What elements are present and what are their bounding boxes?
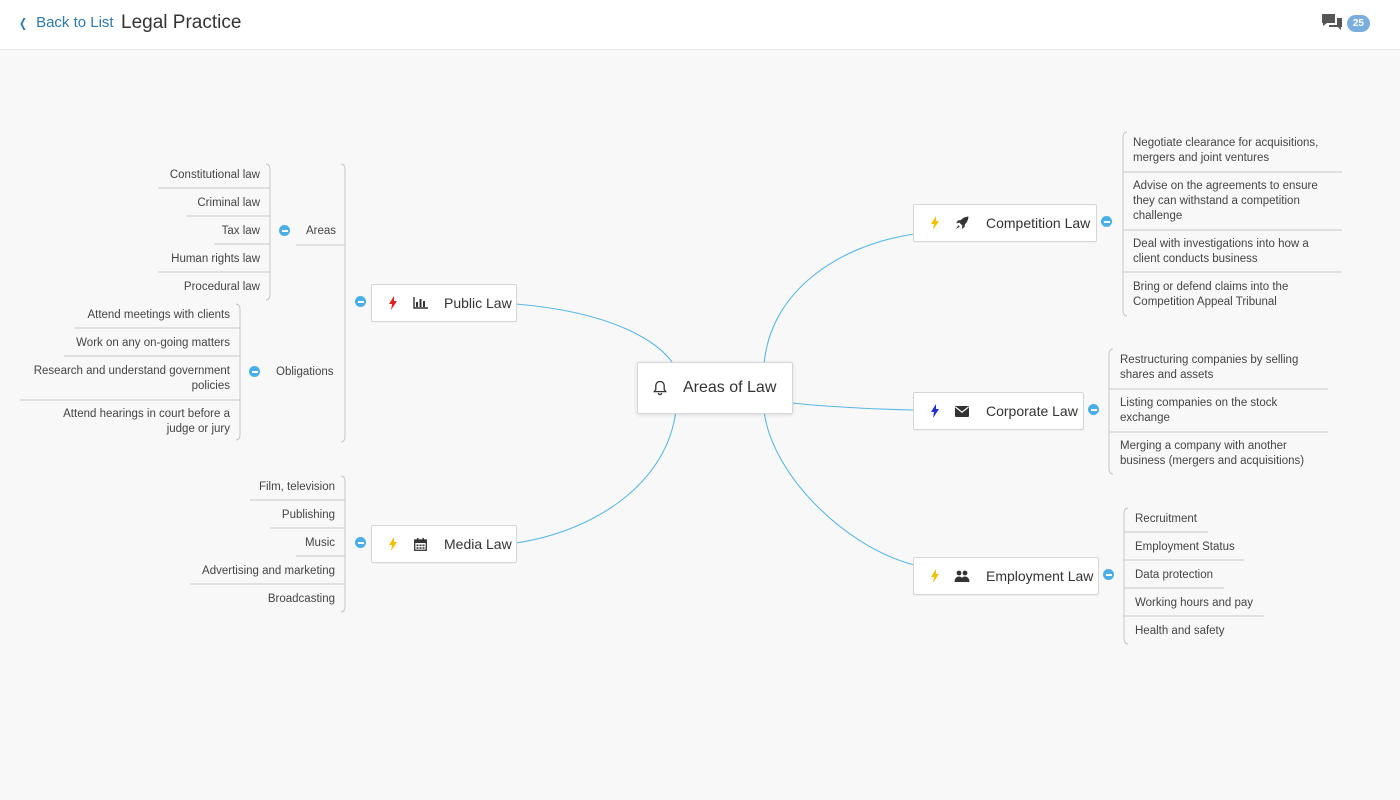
page-title: Legal Practice — [121, 12, 242, 33]
list-item[interactable]: Film, television — [258, 481, 335, 493]
comments-button[interactable]: 25 — [1321, 13, 1370, 33]
rocket-icon — [954, 216, 970, 230]
root-node-areas-of-law[interactable]: Areas of Law — [637, 362, 793, 414]
list-item[interactable]: Attend meetings with clients — [87, 309, 230, 321]
lightning-bolt-icon — [928, 404, 942, 418]
list-item[interactable]: Attend hearings in court before a judge … — [63, 408, 230, 435]
corporate-law-node[interactable]: Corporate Law — [913, 392, 1084, 430]
employment-law-collapse-toggle[interactable] — [1103, 569, 1114, 580]
public-law-node[interactable]: Public Law — [371, 284, 517, 322]
lightning-bolt-icon — [928, 569, 942, 583]
list-item[interactable]: Procedural law — [183, 281, 260, 293]
list-item[interactable]: Working hours and pay — [1135, 597, 1254, 609]
competition-law-label: Competition Law — [986, 215, 1091, 231]
chat-bubbles-icon — [1321, 14, 1342, 30]
list-item[interactable]: Deal with investigations into how a clie… — [1133, 238, 1309, 265]
list-item[interactable]: Negotiate clearance for acquisitions, me… — [1133, 137, 1319, 164]
media-law-label: Media Law — [444, 536, 512, 552]
media-law-node[interactable]: Media Law — [371, 525, 517, 563]
list-item[interactable]: Research and understand government polic… — [33, 365, 230, 392]
list-item[interactable]: Data protection — [1135, 569, 1213, 581]
corporate-law-collapse-toggle[interactable] — [1088, 404, 1099, 415]
list-item[interactable]: Bring or defend claims into the Competit… — [1133, 281, 1289, 308]
top-bar: ❮ Back to List Legal Practice 25 — [0, 0, 1400, 50]
chevron-left-icon: ❮ — [19, 15, 28, 30]
list-item[interactable]: Music — [304, 537, 335, 549]
competition-law-node[interactable]: Competition Law — [913, 204, 1097, 242]
envelope-icon — [954, 405, 970, 417]
comment-count-badge: 25 — [1346, 14, 1370, 32]
competition-law-collapse-toggle[interactable] — [1101, 216, 1112, 227]
list-item[interactable]: Publishing — [281, 509, 335, 521]
list-item[interactable]: Advertising and marketing — [202, 565, 335, 577]
areas-label[interactable]: Areas — [306, 225, 337, 237]
list-item[interactable]: Broadcasting — [267, 593, 335, 605]
root-node-label: Areas of Law — [683, 379, 777, 396]
corporate-law-label: Corporate Law — [986, 403, 1078, 419]
employment-law-label: Employment Law — [986, 568, 1094, 584]
lightning-bolt-icon — [386, 296, 400, 310]
public-law-label: Public Law — [444, 295, 512, 311]
list-item[interactable]: Listing companies on the stock exchange — [1120, 397, 1278, 424]
areas-collapse-toggle[interactable] — [279, 225, 290, 236]
lightning-bolt-icon — [928, 216, 942, 230]
users-icon — [954, 570, 970, 583]
public-law-collapse-toggle[interactable] — [355, 296, 366, 307]
list-item[interactable]: Advise on the agreements to ensure they … — [1133, 180, 1318, 222]
back-to-list-link[interactable]: ❮ Back to List — [18, 14, 114, 31]
lightning-bolt-icon — [386, 537, 400, 551]
list-item[interactable]: Tax law — [221, 225, 260, 237]
obligations-collapse-toggle[interactable] — [249, 366, 260, 377]
list-item[interactable]: Restructuring companies by selling share… — [1120, 354, 1299, 381]
calendar-icon — [412, 537, 428, 551]
bar-chart-icon — [412, 297, 428, 309]
list-item[interactable]: Human rights law — [171, 253, 260, 265]
list-item[interactable]: Criminal law — [197, 197, 260, 209]
list-item[interactable]: Merging a company with another business … — [1120, 440, 1305, 467]
obligations-label[interactable]: Obligations — [276, 366, 334, 378]
employment-law-node[interactable]: Employment Law — [913, 557, 1099, 595]
list-item[interactable]: Employment Status — [1135, 541, 1235, 553]
bell-icon — [653, 380, 667, 396]
list-item[interactable]: Recruitment — [1135, 513, 1197, 525]
list-item[interactable]: Health and safety — [1135, 625, 1225, 637]
list-item[interactable]: Work on any on-going matters — [76, 337, 230, 349]
list-item[interactable]: Constitutional law — [169, 169, 260, 181]
media-law-collapse-toggle[interactable] — [355, 537, 366, 548]
back-to-list-label: Back to List — [36, 14, 114, 31]
